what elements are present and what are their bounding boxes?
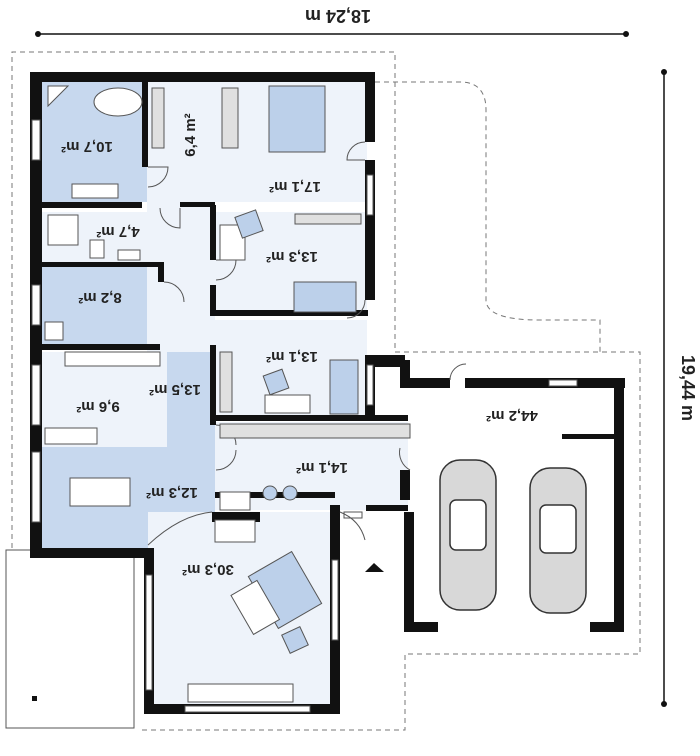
room-labels: 10,7 m² 6,4 m² 17,1 m² 4,7 m² 13,3 m² 8,… (61, 113, 538, 578)
doors (147, 141, 467, 546)
height-dimension-label: 19,44 m (678, 355, 698, 421)
room-bedroom3-area: 13,1 m² (266, 348, 318, 365)
room-entry-area: 14,1 m² (296, 459, 348, 476)
windows (31, 119, 578, 713)
room-kitchen-area: 9,6 m² (76, 398, 119, 415)
room-bedroom2-area: 13,3 m² (266, 248, 318, 265)
room-garage-area: 44,2 m² (486, 407, 538, 424)
room-utility-area: 8,2 m² (78, 289, 121, 306)
terrace (5, 549, 135, 729)
width-dimension-label: 18,24 m (305, 6, 371, 26)
room-wc-area: 4,7 m² (96, 223, 139, 240)
plot-outline (11, 51, 641, 731)
room-wardrobe-area: 6,4 m² (182, 113, 199, 156)
furniture (44, 85, 411, 703)
room-living-area: 30,3 m² (182, 561, 234, 578)
room-master-area: 17,1 m² (269, 178, 321, 195)
room-dining-area: 12,3 m² (146, 484, 198, 501)
width-dimension (35, 31, 629, 37)
entrance-arrow-icon (365, 563, 384, 572)
room-bath-area: 10,7 m² (61, 138, 113, 155)
room-hall-area: 13,5 m² (149, 381, 201, 398)
garage-cars (439, 459, 587, 614)
height-dimension (661, 69, 667, 707)
